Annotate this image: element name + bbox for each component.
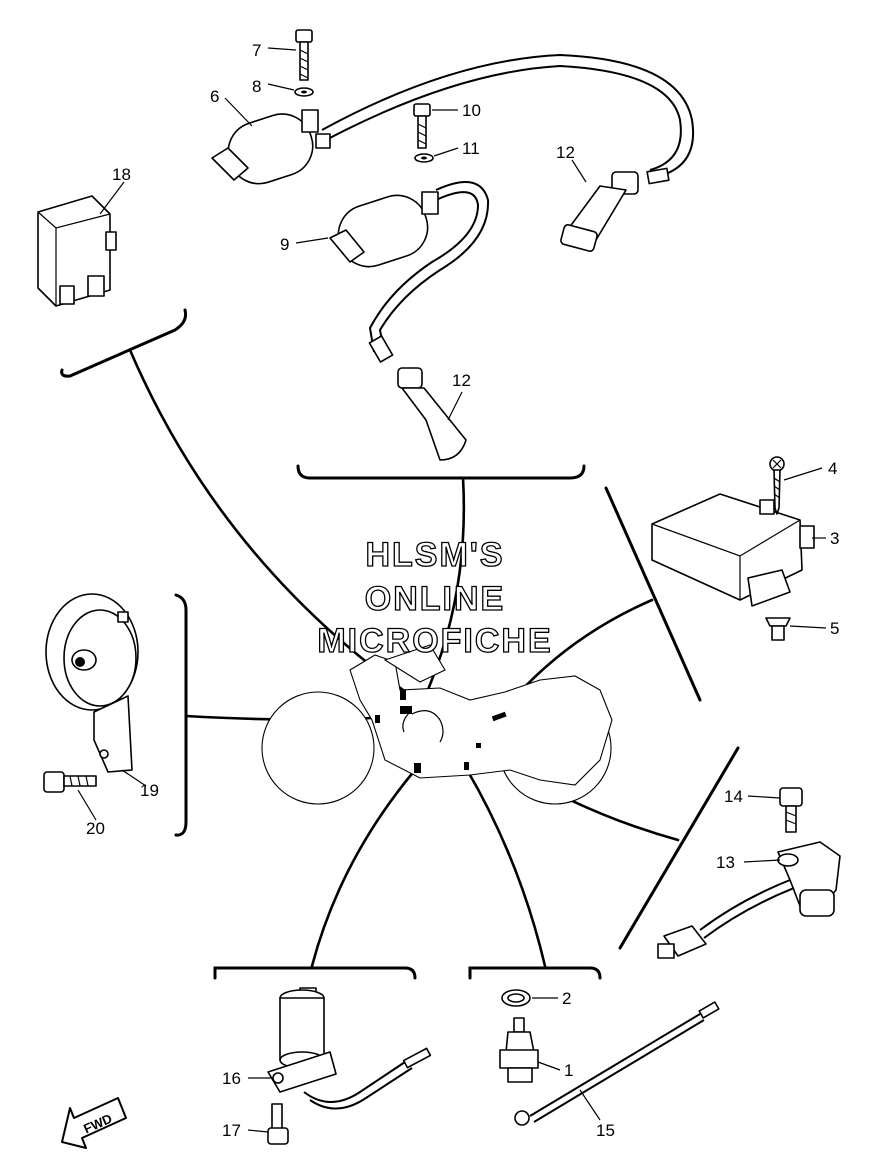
part-18-relay[interactable] xyxy=(37,195,117,307)
part-19-horn[interactable] xyxy=(45,593,139,773)
callout-12-upper: 12 xyxy=(556,143,575,162)
watermark-line-2: ONLINE xyxy=(365,580,505,618)
motorcycle-outline xyxy=(261,644,613,805)
group-brackets xyxy=(60,308,740,980)
callout-19: 19 xyxy=(140,781,159,800)
callout-10: 10 xyxy=(462,101,481,120)
part-17-bolt[interactable] xyxy=(267,1103,289,1145)
fwd-arrow-icon: FWD xyxy=(61,1097,127,1149)
callout-6: 6 xyxy=(210,87,219,106)
part-16-switch[interactable] xyxy=(267,987,432,1110)
part-4-screw[interactable] xyxy=(769,456,785,515)
part-20-bolt[interactable] xyxy=(43,771,97,793)
callout-16: 16 xyxy=(222,1069,241,1088)
callout-leaders xyxy=(77,47,827,1133)
callout-4: 4 xyxy=(828,459,837,478)
part-7-bolt[interactable] xyxy=(295,29,313,81)
watermark-line-3: MICROFICHE xyxy=(317,622,552,660)
callout-11: 11 xyxy=(462,139,480,158)
watermark-line-1: HLSM'S xyxy=(365,536,504,574)
part-9-ignition-coil[interactable] xyxy=(329,181,490,353)
part-10-bolt[interactable] xyxy=(413,103,431,149)
callout-5: 5 xyxy=(830,619,839,638)
callout-1: 1 xyxy=(564,1061,573,1080)
watermark: HLSM'S ONLINE MICROFICHE xyxy=(317,535,552,660)
callout-numbers: 7 8 6 10 11 12 9 18 12 4 3 5 19 20 14 13… xyxy=(86,41,839,1140)
part-3-igniter-unit[interactable] xyxy=(651,493,815,607)
callout-20: 20 xyxy=(86,819,105,838)
part-14-bolt[interactable] xyxy=(779,787,803,833)
part-2-gasket[interactable] xyxy=(501,989,531,1007)
callout-14: 14 xyxy=(724,787,743,806)
part-5-grommet[interactable] xyxy=(765,617,791,641)
part-15-lead-wire[interactable] xyxy=(514,1001,720,1126)
part-6-ignition-coil[interactable] xyxy=(211,53,695,191)
callout-13: 13 xyxy=(716,853,735,872)
callout-15: 15 xyxy=(596,1121,615,1140)
callout-2: 2 xyxy=(562,989,571,1008)
part-13-speed-sensor[interactable] xyxy=(657,841,841,959)
callout-8: 8 xyxy=(252,77,261,96)
part-12-spark-plug-cap-lower[interactable] xyxy=(368,335,467,461)
callout-18: 18 xyxy=(112,165,131,184)
callout-7: 7 xyxy=(252,41,261,60)
part-11-washer[interactable] xyxy=(414,153,434,163)
callout-9: 9 xyxy=(280,235,289,254)
callout-3: 3 xyxy=(830,529,839,548)
part-8-washer[interactable] xyxy=(294,87,314,97)
part-1-switch[interactable] xyxy=(499,1017,539,1083)
callout-17: 17 xyxy=(222,1121,241,1140)
callout-12-lower: 12 xyxy=(452,371,471,390)
part-12-spark-plug-cap-upper[interactable] xyxy=(560,167,670,252)
